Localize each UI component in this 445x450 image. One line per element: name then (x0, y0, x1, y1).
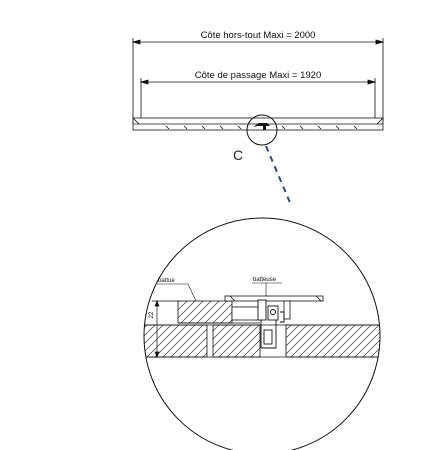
overall-dimension-label: Côte hors-tout Maxi = 2000 (201, 30, 316, 41)
passage-dimension (139, 78, 377, 118)
detail-pointer-line (265, 145, 292, 206)
detail-c-label: C (233, 147, 243, 163)
passage-dimension-label: Côte de passage Maxi = 1920 (195, 70, 322, 81)
overall-dimension (131, 38, 385, 123)
battue-plate (177, 300, 260, 324)
detail-section (144, 295, 380, 358)
part-labels (157, 282, 282, 302)
hinge-mechanism (257, 299, 285, 349)
battue-label: battue (158, 278, 175, 284)
height-dimension (152, 300, 178, 358)
detail-c-marker (246, 114, 278, 146)
batteuse-plate (224, 295, 324, 320)
batteuse-label: batteuse (253, 277, 277, 283)
height-dimension-label: 22 (149, 311, 155, 318)
floor-slabs (144, 324, 380, 358)
